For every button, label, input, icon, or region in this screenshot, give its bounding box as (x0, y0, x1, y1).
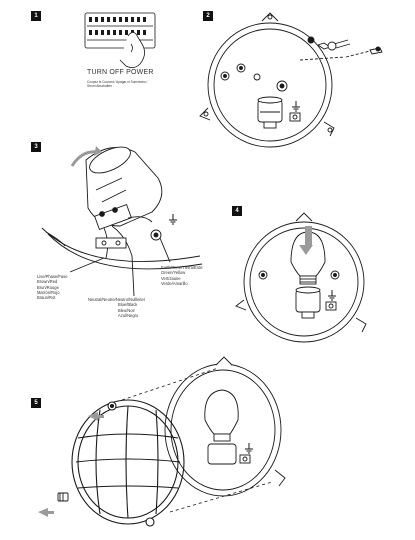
step-4-badge: 4 (232, 206, 242, 216)
live-label-5: Braun/Rot (37, 295, 56, 301)
neutral-label-1: Neutral/Neutre/Neutro/Nullleiter (88, 297, 146, 302)
step3-wiring (41, 146, 203, 297)
turn-off-power-heading: TURN OFF POWER (87, 69, 154, 76)
earth-label-1: Earth/Terre/Tierra/Erde (161, 265, 203, 270)
screw-icon (57, 492, 69, 502)
step-3-badge: 3 (31, 142, 41, 152)
earth-symbol-icon (328, 290, 336, 301)
step5-cage (71, 367, 273, 527)
earth-symbol-icon (245, 443, 253, 454)
live-label-1: Live/Phase/Fase (37, 274, 68, 279)
live-label-4: Marrón/Rojo (37, 289, 60, 295)
earth-label-4: Verde/Amarillo (161, 280, 188, 286)
live-label-3: Brun/Rouge (37, 284, 59, 290)
step4-bulb (235, 212, 367, 343)
neutral-label-2: Blue/Black (118, 302, 138, 308)
neutral-label-4: Azul/Negro (118, 312, 139, 318)
earth-symbol-icon (169, 214, 177, 225)
turn-off-power-subtext-1: Coupez le Courant / Apagar el Suministro… (87, 80, 148, 84)
neutral-label-3: Bleu/Noir (118, 307, 135, 313)
step-5-badge: 5 (31, 398, 41, 408)
earth-symbol-icon (292, 101, 300, 112)
step-2-badge: 2 (203, 11, 213, 21)
live-label-2: Brown/Red (37, 279, 58, 285)
breaker-panel (84, 12, 156, 68)
earth-label-2: Green/Yellow (161, 270, 186, 276)
arrow-icon (88, 412, 104, 421)
arrow-icon (299, 226, 313, 255)
step-1-badge: 1 (31, 11, 41, 21)
turn-off-power-subtext-2: Strom Abschalten (87, 84, 112, 88)
earth-label-3: Vert/Jaune (161, 275, 181, 281)
step2-lamp-base (199, 12, 383, 148)
arrow-icon (38, 508, 54, 517)
